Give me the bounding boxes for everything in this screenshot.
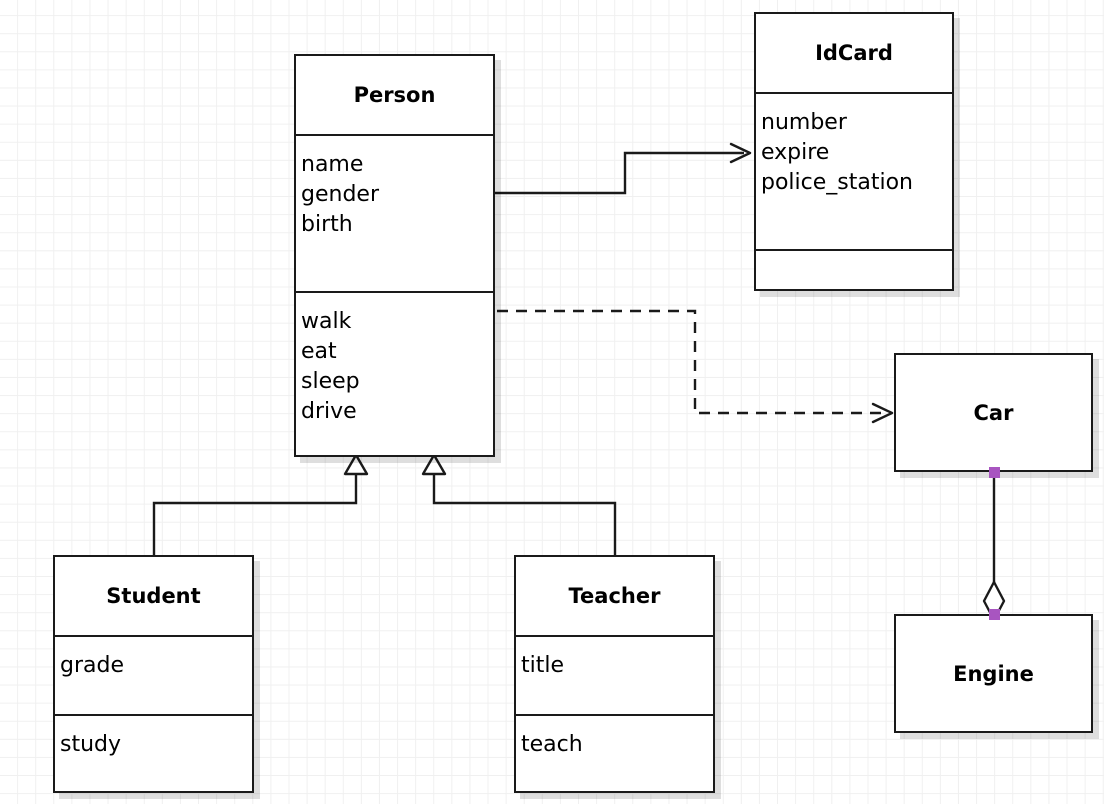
method-item: teach [521, 732, 583, 757]
method-item: sleep [301, 369, 360, 394]
attribute-item: gender [301, 182, 379, 207]
class-box-car[interactable]: Car [894, 353, 1093, 472]
attribute-item: title [521, 653, 565, 678]
class-attributes-idcard: number expire police_station [756, 92, 952, 249]
attribute-item: number [761, 110, 847, 135]
class-title-teacher: Teacher [568, 584, 661, 608]
method-item: drive [301, 399, 357, 424]
class-methods-student: study [55, 714, 252, 791]
edge-car-engine[interactable] [982, 472, 1006, 622]
class-title-person: Person [353, 83, 436, 107]
edge-endpoint-handle-engine[interactable] [989, 609, 1000, 620]
attribute-item: birth [301, 212, 353, 237]
edge-teacher-person[interactable] [421, 453, 617, 558]
attribute-item: name [301, 152, 364, 177]
class-methods-teacher: teach [516, 714, 713, 791]
method-item: study [60, 732, 122, 757]
class-attributes-teacher: title [516, 635, 713, 714]
class-attributes-student: grade [55, 635, 252, 714]
edge-student-person[interactable] [152, 453, 369, 558]
attribute-item: police_station [761, 170, 913, 195]
class-box-idcard[interactable]: IdCard number expire police_station [754, 12, 954, 291]
class-methods-idcard [756, 249, 952, 289]
class-title-engine: Engine [953, 661, 1034, 686]
class-title-student: Student [106, 584, 201, 608]
class-box-student[interactable]: Student grade study [53, 555, 254, 793]
class-box-engine[interactable]: Engine [894, 614, 1093, 733]
class-title-car: Car [973, 400, 1014, 425]
method-item: walk [301, 309, 352, 334]
method-item: eat [301, 339, 337, 364]
edge-person-idcard[interactable] [495, 142, 752, 195]
edge-person-car[interactable] [497, 309, 894, 424]
attribute-item: expire [761, 140, 830, 165]
attribute-item: grade [60, 653, 124, 678]
class-box-teacher[interactable]: Teacher title teach [514, 555, 715, 793]
class-box-person[interactable]: Person name gender birth walk eat sleep … [294, 54, 495, 457]
edge-endpoint-handle-car[interactable] [989, 467, 1000, 478]
class-attributes-person: name gender birth [296, 134, 493, 291]
class-methods-person: walk eat sleep drive [296, 291, 493, 455]
class-title-idcard: IdCard [815, 41, 893, 65]
